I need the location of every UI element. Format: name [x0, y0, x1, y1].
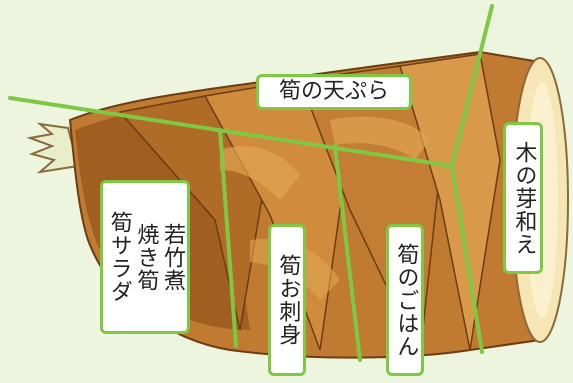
- cut-line-tempura: [8, 96, 454, 168]
- label-salad: 筍サラダ: [106, 211, 132, 303]
- cut-line-base: [450, 164, 484, 354]
- label-salad-group: 若竹煮 焼き筍 筍サラダ: [100, 180, 190, 334]
- cut-line-kinome: [450, 4, 494, 168]
- cut-lines: [8, 4, 494, 362]
- label-sashimi: 筍お刺身: [268, 224, 306, 376]
- label-kinome: 木の芽和え: [503, 122, 543, 274]
- cut-line-sashimi: [333, 144, 362, 362]
- cut-line-salad: [218, 128, 238, 348]
- label-gohan: 筍のごはん: [386, 224, 424, 376]
- label-yakitake: 焼き筍: [133, 222, 159, 292]
- label-tempura: 筍の天ぷら: [256, 74, 412, 110]
- label-wakatake: 若竹煮: [159, 222, 185, 292]
- bamboo-shoot-tip: [26, 122, 80, 174]
